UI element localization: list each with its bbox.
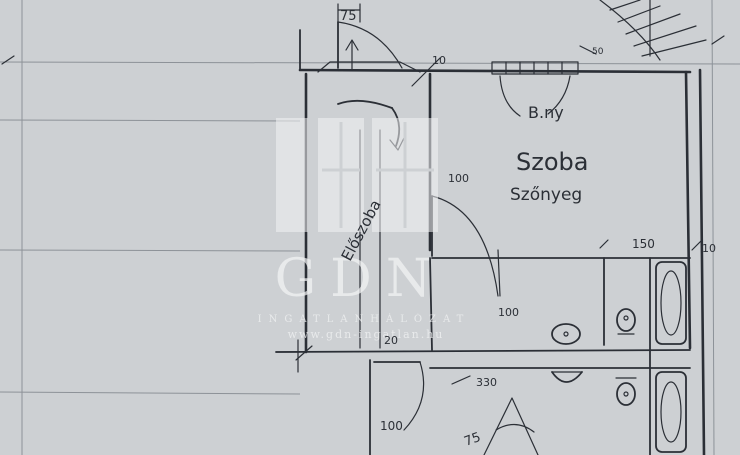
dim-lower-door-right: 100 — [498, 306, 519, 319]
dim-bottom-door: 100 — [380, 419, 403, 433]
room-floor-label: Szőnyeg — [510, 185, 582, 205]
toilet-upper — [616, 308, 636, 335]
dim-bath-width: 150 — [632, 237, 655, 251]
dim-top-right-wall: 10 — [432, 54, 446, 67]
bathtub-lower — [655, 371, 687, 453]
dim-corridor-gap: 330 — [476, 376, 497, 389]
watermark-subtitle: INGATLANHÁLÓZAT — [258, 313, 471, 325]
watermark-logo — [276, 118, 438, 232]
wardrobe — [491, 61, 579, 117]
watermark-brand: GDN — [275, 249, 446, 309]
dim-bottom-door-left: 75 — [462, 430, 483, 450]
sink-lower — [551, 371, 583, 383]
top-door — [317, 3, 421, 73]
watermark-url: www.gdn-ingatlan.hu — [288, 328, 445, 341]
dimension-ticks — [1, 35, 725, 385]
dim-right-wall: 10 — [702, 242, 716, 255]
dim-top-right-corner: 50 — [592, 47, 604, 57]
bottom-door — [483, 397, 539, 455]
bathtub-upper — [655, 261, 687, 345]
room-name-label: Szoba — [516, 148, 588, 176]
staircase — [599, 0, 707, 61]
wardrobe-label: B.ny — [528, 103, 564, 122]
toilet-lower — [615, 377, 637, 406]
lower-door — [297, 339, 425, 431]
dim-room-door: 100 — [448, 172, 469, 185]
dim-lower-wall: 20 — [384, 334, 398, 347]
sink-upper — [551, 323, 581, 345]
dim-top-door: 75 — [340, 9, 357, 24]
